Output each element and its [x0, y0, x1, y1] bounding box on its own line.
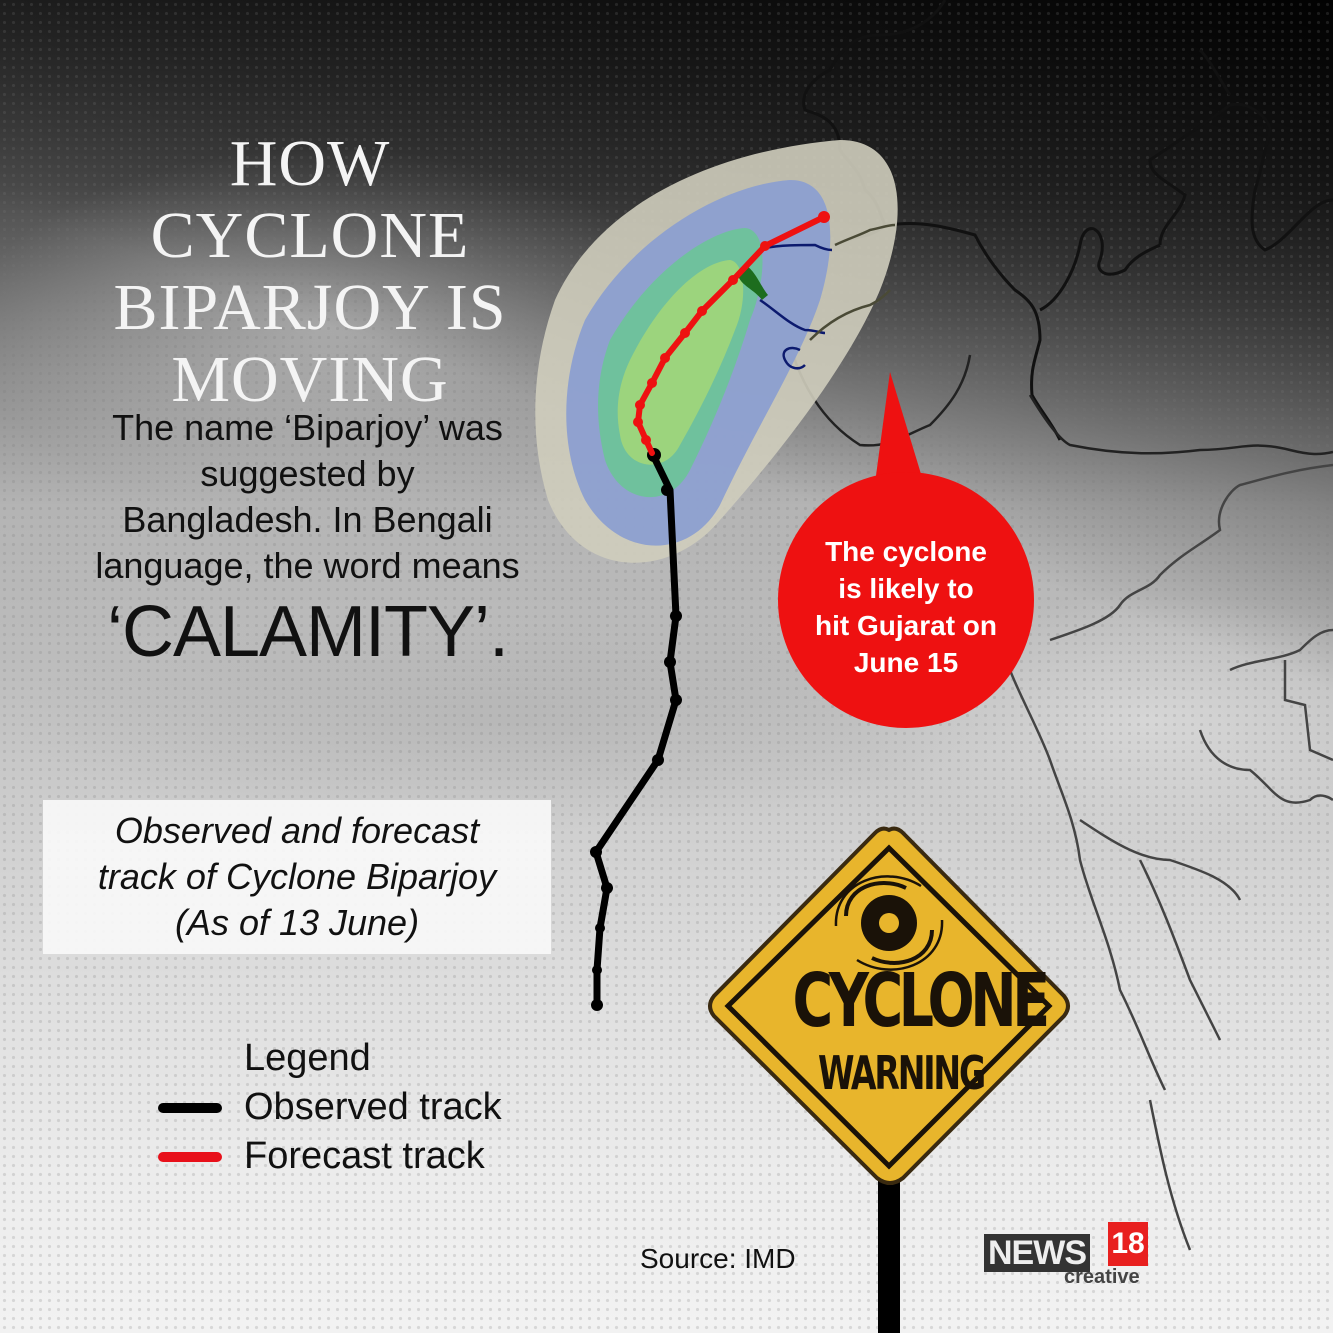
sign-line-2: WARNING: [818, 1046, 986, 1100]
title-line: BIPARJOY IS: [113, 271, 507, 344]
title-line: HOW: [229, 127, 391, 200]
description-line: suggested by: [200, 453, 415, 494]
caption-line: Observed and forecast: [114, 810, 480, 851]
legend-title: Legend: [244, 1037, 371, 1079]
news18-logo: NEWS 18 creative: [984, 1222, 1154, 1292]
legend-label: Forecast track: [244, 1135, 485, 1177]
legend: Legend Observed track Forecast track: [158, 1034, 502, 1181]
description-line: The name ‘Biparjoy’ was: [112, 407, 503, 448]
callout-line: is likely to: [838, 573, 974, 604]
cyclone-spiral-icon: [834, 875, 944, 971]
title-line: CYCLONE: [150, 199, 470, 272]
legend-item-observed: Observed track: [158, 1083, 502, 1132]
legend-label: Observed track: [244, 1086, 502, 1128]
callout-line: hit Gujarat on: [815, 610, 997, 641]
callout-line: The cyclone: [825, 536, 987, 567]
landfall-callout: The cyclone is likely to hit Gujarat on …: [790, 533, 1022, 681]
coastline: [788, 344, 1333, 456]
kutch-region: [738, 265, 768, 300]
gujarat-coast: [759, 243, 833, 370]
caption-line: (As of 13 June): [174, 902, 420, 943]
callout-line: June 15: [853, 647, 959, 678]
calamity-emphasis: ‘CALAMITY’.: [106, 592, 509, 672]
description-line: Bangladesh. In Bengali: [122, 499, 493, 540]
sign-post: [878, 1160, 900, 1333]
callout-bubble: [778, 472, 1034, 728]
name-origin-description: The name ‘Biparjoy’ was suggested by Ban…: [40, 405, 575, 675]
observed-track-swatch: [158, 1102, 222, 1113]
track-caption-box: Observed and forecast track of Cyclone B…: [43, 800, 551, 954]
cyclone-warning-sign: [708, 826, 1070, 1185]
saurashtra-outline: [809, 223, 896, 341]
logo-creative: creative: [1064, 1266, 1140, 1288]
southern-borders: [998, 463, 1333, 1251]
legend-item-forecast: Forecast track: [158, 1132, 502, 1181]
forecast-track-swatch: [158, 1151, 222, 1162]
logo-news: NEWS: [984, 1234, 1090, 1272]
caption-line: track of Cyclone Biparjoy: [97, 856, 497, 897]
forecast-track-points: [633, 211, 830, 445]
title-line: MOVING: [171, 343, 449, 416]
description-line: language, the word means: [95, 545, 520, 586]
source-credit: Source: IMD: [640, 1243, 796, 1274]
page-title: HOW CYCLONE BIPARJOY IS MOVING: [60, 128, 560, 416]
sign-line-1: CYCLONE: [792, 958, 1051, 1044]
logo-number: 18: [1108, 1222, 1148, 1266]
